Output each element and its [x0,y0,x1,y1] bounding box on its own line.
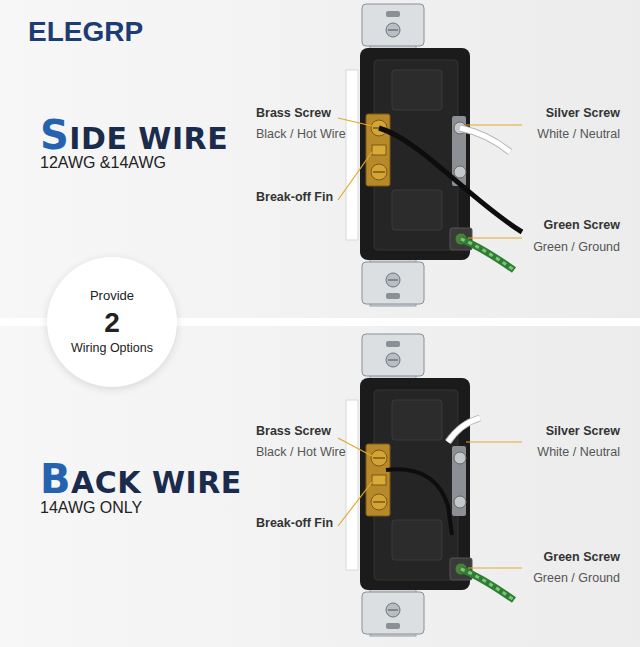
callout-title: Green Screw [544,218,620,232]
callout-title: Brass Screw [256,106,331,120]
section-heading: SIDE WIRE [40,112,228,158]
callout-text: White / Neutral [537,127,620,141]
circle-text: Wiring Options [71,341,153,356]
wire-gauge: 14AWG ONLY [40,499,142,517]
callout-text: White / Neutral [537,445,620,459]
callout-title: Break-off Fin [256,516,333,530]
circle-text: 2 [104,306,120,340]
brand-logo: ELEGRP [28,16,143,48]
wire-gauge: 12AWG &14AWG [40,154,166,172]
callout-text: Black / Hot Wire [256,127,346,141]
circle-text: Provide [90,288,134,304]
callout-text: Green / Ground [533,240,620,254]
callout-title: Silver Screw [546,106,620,120]
info-circle: Provide 2Wiring Options [47,257,177,387]
callout-title: Silver Screw [546,424,620,438]
callout-text: Green / Ground [533,571,620,585]
callout-title: Green Screw [544,550,620,564]
callout-title: Break-off Fin [256,190,333,204]
callout-title: Brass Screw [256,424,331,438]
section-heading: BACK WIRE [40,456,242,502]
callout-text: Black / Hot Wire [256,445,346,459]
